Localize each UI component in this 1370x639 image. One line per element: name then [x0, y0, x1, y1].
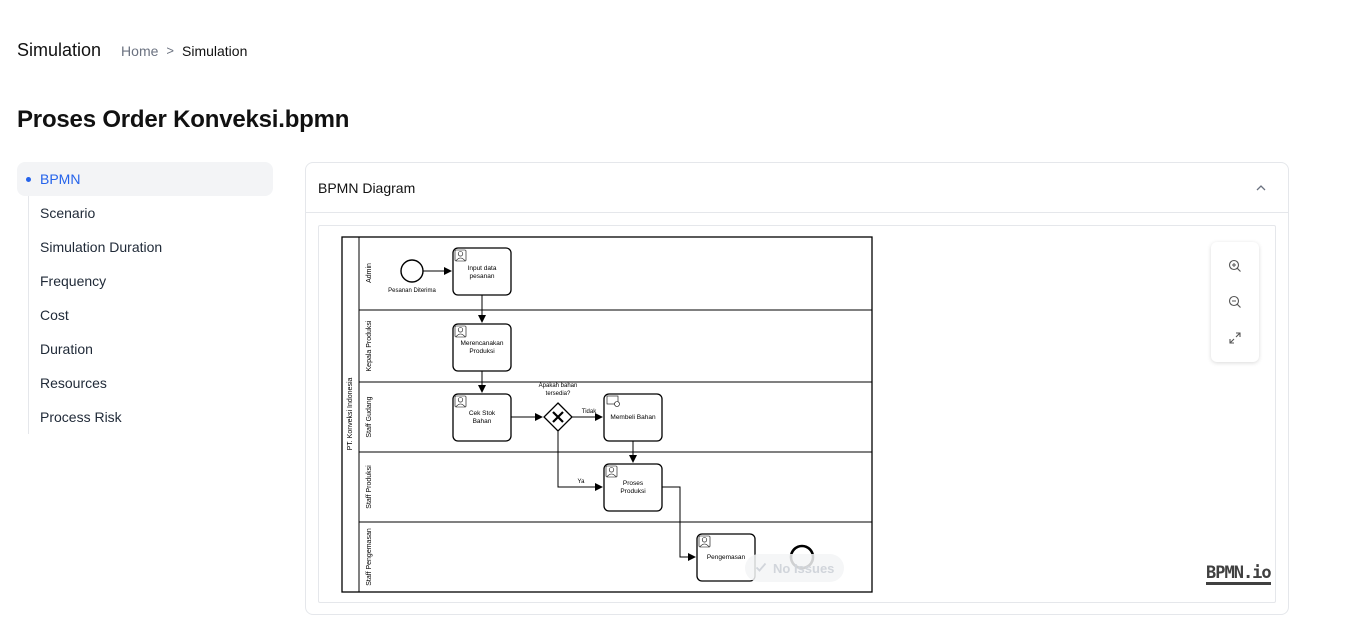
pool-label: PT. Konveksi Indonesia [347, 378, 354, 451]
sidebar-guide-line [28, 196, 29, 434]
sidebar-item-simulation-duration[interactable]: Simulation Duration [17, 230, 273, 264]
chevron-up-icon[interactable] [1254, 181, 1268, 195]
task-label: Membeli Bahan [610, 414, 656, 421]
sidebar-item-cost[interactable]: Cost [17, 298, 273, 332]
sidebar-item-bpmn[interactable]: BPMN [17, 162, 273, 196]
task-label: Pengemasan [707, 554, 746, 561]
header-title: Simulation [17, 40, 102, 60]
sidebar-item-label: Resources [40, 375, 107, 391]
sidebar-item-resources[interactable]: Resources [17, 366, 273, 400]
breadcrumb-home[interactable]: Home [121, 42, 159, 59]
bpmn-io-watermark[interactable]: BPMN.io [1206, 563, 1272, 585]
card-title: BPMN Diagram [318, 179, 416, 196]
sidebar-nav: BPMN Scenario Simulation Duration Freque… [17, 162, 273, 434]
lane-label-kepala-produksi: Kepala Produksi [366, 320, 373, 371]
active-dot-icon [26, 177, 31, 182]
bpmn-diagram-card: BPMN Diagram PT. Konveksi Indonesia [305, 162, 1289, 615]
task-label: pesanan [470, 273, 495, 280]
sidebar-item-label: Scenario [40, 205, 96, 221]
zoom-in-icon[interactable] [1217, 248, 1253, 284]
sidebar-item-duration[interactable]: Duration [17, 332, 273, 366]
flow-label-tidak: Tidak [582, 409, 597, 415]
gateway-label: Apakah bahan [539, 383, 578, 389]
breadcrumb-separator: > [166, 43, 174, 58]
sidebar-item-frequency[interactable]: Frequency [17, 264, 273, 298]
breadcrumb-current: Simulation [182, 42, 248, 59]
expand-icon[interactable] [1217, 320, 1253, 356]
task-label: Input data [468, 265, 497, 272]
breadcrumb: Home > Simulation [121, 43, 247, 59]
task-label: Bahan [473, 418, 492, 425]
sidebar-item-label: Cost [40, 307, 69, 323]
sidebar-item-label: BPMN [40, 171, 81, 187]
lane-label-admin: Admin [366, 263, 373, 283]
lane-label-staff-pengemasan: Staff Pengemasan [366, 528, 373, 586]
zoom-controls [1211, 242, 1259, 362]
bpmn-canvas[interactable]: PT. Konveksi Indonesia Admin Kepala Prod… [318, 225, 1276, 603]
sidebar-item-label: Process Risk [40, 409, 122, 425]
task-label: Produksi [620, 488, 645, 495]
task-label: Produksi [469, 348, 494, 355]
gateway-label: tersedia? [546, 391, 571, 397]
zoom-out-icon[interactable] [1217, 284, 1253, 320]
page-header: Simulation Home > Simulation [17, 40, 247, 61]
start-event-label: Pesanan Diterima [388, 288, 436, 294]
page-title: Proses Order Konveksi.bpmn [17, 106, 350, 133]
sidebar-item-label: Simulation Duration [40, 239, 163, 255]
bpmn-diagram: PT. Konveksi Indonesia Admin Kepala Prod… [341, 236, 873, 593]
card-header[interactable]: BPMN Diagram [306, 163, 1288, 213]
sidebar-item-label: Frequency [40, 273, 107, 289]
task-label: Cek Stok [469, 410, 496, 417]
task-label: Proses [623, 480, 644, 487]
status-toast-label: No Issues [773, 560, 835, 576]
check-icon [755, 561, 767, 576]
task-label: Merencanakan [461, 340, 504, 347]
start-event [400, 259, 424, 283]
sidebar-item-process-risk[interactable]: Process Risk [17, 400, 273, 434]
flow-label-ya: Ya [578, 479, 586, 485]
lane-label-staff-gudang: Staff Gudang [366, 396, 373, 437]
lane-label-staff-produksi: Staff Produksi [366, 465, 373, 509]
status-toast: No Issues [745, 554, 845, 582]
sidebar-item-label: Duration [40, 341, 93, 357]
sidebar-item-scenario[interactable]: Scenario [17, 196, 273, 230]
